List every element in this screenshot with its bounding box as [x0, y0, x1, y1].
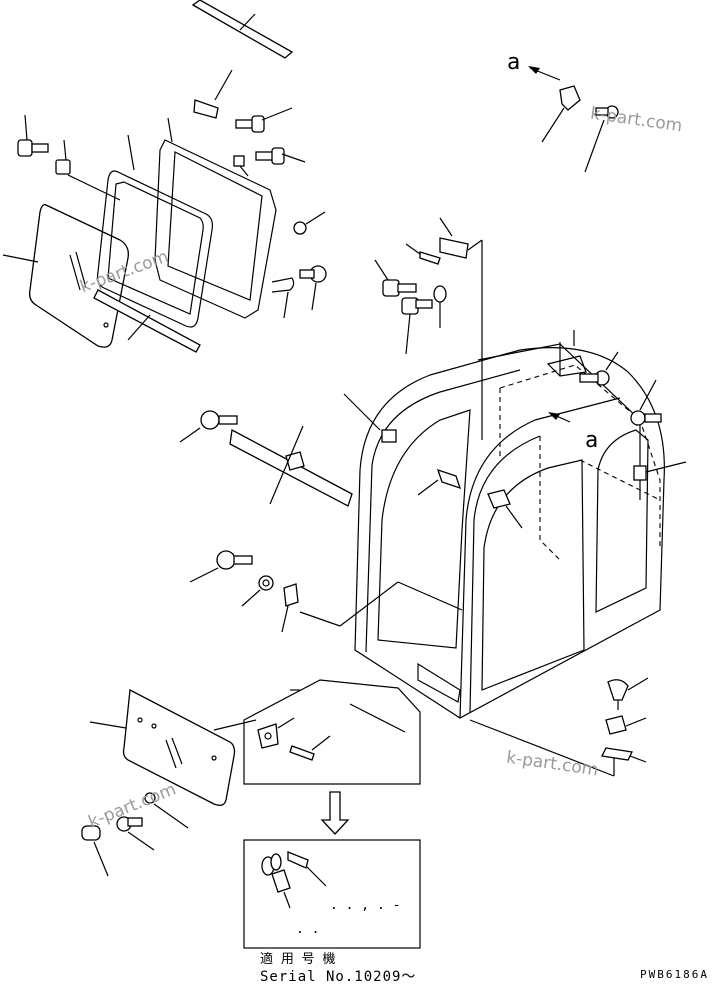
cab-side-window [481, 459, 585, 691]
serial-japanese: 適 用 号 機 [260, 952, 336, 967]
mount-bracket-group [374, 217, 483, 440]
hinge-rail [179, 410, 353, 507]
serial-number: Serial No.10209〜 [260, 969, 417, 985]
upper-window-assembly [2, 69, 327, 353]
inset-dots: . . [296, 922, 320, 937]
spring-clip [271, 277, 295, 319]
bolt-upper-left [17, 114, 49, 157]
lower-glass-group [81, 688, 257, 877]
cab-door-window [377, 409, 471, 649]
lower-strip [93, 289, 201, 353]
bolt-mid-right [255, 147, 306, 165]
window-seal-frame [97, 170, 213, 328]
cab-body [299, 342, 665, 777]
bolt-washer [299, 265, 327, 311]
marker-a-top: a [507, 50, 521, 75]
right-parts [573, 330, 687, 763]
detail-inset-lower [243, 839, 421, 949]
bolt-top-right [235, 107, 293, 133]
cap-nut-right [293, 211, 326, 235]
drawing-code: PWB6186A [640, 968, 709, 981]
upper-glass-pane [28, 204, 129, 348]
door-bolt-group [189, 550, 299, 633]
top-seal-strip [191, 0, 294, 59]
marker-a-cab: a [585, 428, 599, 453]
bracket-top [193, 69, 233, 119]
clip-small [233, 155, 249, 177]
nut-upper-left [55, 139, 71, 175]
lower-glass-pane [122, 688, 236, 806]
cab-rear-window [595, 429, 649, 613]
inset-ellipsis: . . , . - [330, 898, 401, 913]
leader-lines [290, 689, 406, 733]
detail-inset-upper [243, 679, 421, 785]
down-arrow [320, 791, 350, 835]
window-metal-frame [154, 139, 277, 319]
bracket-a-top [528, 66, 619, 173]
